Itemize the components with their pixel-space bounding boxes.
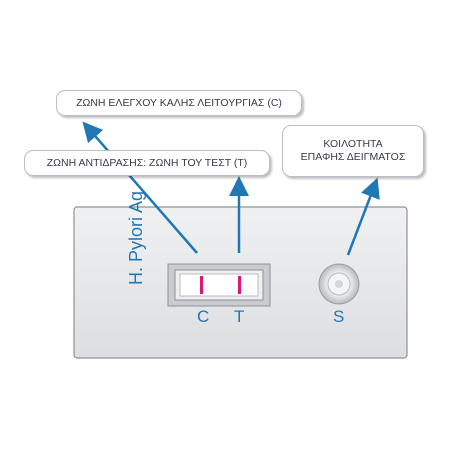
result-window xyxy=(167,263,271,307)
sample-well-label-line-2: ΕΠΑΦΗΣ ΔΕΙΓΜΑΤΟΣ xyxy=(300,151,406,163)
test-zone-callout: ΖΩΝΗ ΑΝΤΙΔΡΑΣΗΣ: ΖΩΝΗ ΤΟΥ ΤΕΣΤ (T) xyxy=(24,150,270,176)
control-zone-label: ΖΩΝΗ ΕΛΕΓΧΟΥ ΚΑΛΗΣ ΛΕΙΤΟΥΡΓΙΑΣ (C) xyxy=(76,96,282,109)
sample-label: S xyxy=(333,307,345,326)
test-label: T xyxy=(234,307,245,326)
arrow-sample xyxy=(346,177,380,256)
control-label: C xyxy=(197,307,210,326)
sample-well xyxy=(318,263,360,305)
sample-well-callout: ΚΟΙΛΟΤΗΤΑ ΕΠΑΦΗΣ ΔΕΙΓΜΑΤΟΣ xyxy=(282,125,424,177)
sample-well-label-line-1: ΚΟΙΛΟΤΗΤΑ xyxy=(323,138,383,150)
test-zone-label: ΖΩΝΗ ΑΝΤΙΔΡΑΣΗΣ: ΖΩΝΗ ΤΟΥ ΤΕΣΤ (T) xyxy=(46,156,248,169)
arrow-control xyxy=(82,121,198,254)
control-zone-callout: ΖΩΝΗ ΕΛΕΓΧΟΥ ΚΑΛΗΣ ΛΕΙΤΟΥΡΓΙΑΣ (C) xyxy=(56,90,302,116)
test-line xyxy=(238,276,241,294)
product-name: H. Pylori Ag xyxy=(126,190,146,285)
control-line xyxy=(200,276,203,294)
